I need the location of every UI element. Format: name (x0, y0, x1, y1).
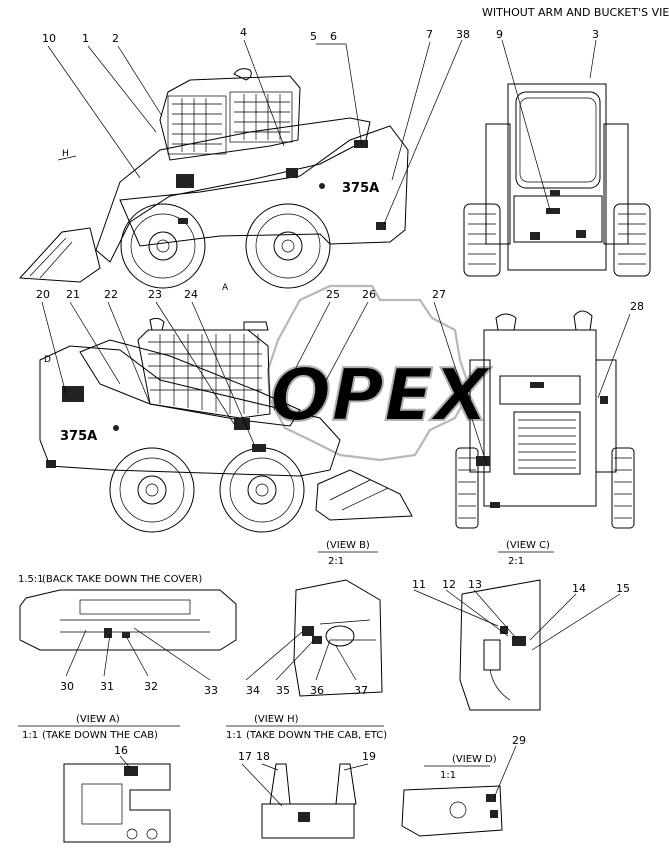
view-h: (VIEW H) 1:1 (TAKE DOWN THE CAB, ETC) (226, 714, 387, 839)
callout-5: 5 (310, 30, 317, 43)
callout-20: 20 (36, 288, 50, 301)
side-view-left: 375A H A (18, 68, 409, 293)
callout-38: 38 (456, 28, 470, 41)
view-c-title: (VIEW C) (506, 540, 550, 551)
watermark-logo: OPEX (266, 284, 493, 462)
view-b-title: (VIEW B) (326, 540, 370, 551)
page-title: WITHOUT ARM AND BUCKET'S VIEW (482, 6, 669, 19)
view-h-scale: 1:1 (226, 730, 242, 741)
back-cover-scale: 1.5:1 (18, 574, 44, 585)
view-d-scale: 1:1 (440, 770, 456, 781)
callout-25: 25 (326, 288, 340, 301)
view-h-title: (VIEW H) (254, 714, 299, 725)
model-label-2: 375A (60, 429, 97, 444)
callout-36: 36 (310, 684, 324, 697)
view-d-arrow-label: D (44, 355, 51, 365)
callout-9: 9 (496, 28, 503, 41)
view-b: (VIEW B) 2:1 (293, 540, 383, 697)
callout-4: 4 (240, 26, 247, 39)
callout-1: 1 (82, 32, 89, 45)
view-a: (VIEW A) 1:1 (TAKE DOWN THE CAB) (18, 714, 180, 843)
model-label-1: 375A (342, 181, 379, 196)
callout-2: 2 (112, 32, 119, 45)
callout-23: 23 (148, 288, 162, 301)
view-d-title: (VIEW D) (452, 754, 497, 765)
callout-16: 16 (114, 744, 128, 757)
callout-17: 17 (238, 750, 252, 763)
view-a-caption: (TAKE DOWN THE CAB) (42, 730, 158, 741)
rear-view-middle (455, 310, 635, 529)
callout-15: 15 (616, 582, 630, 595)
callout-26: 26 (362, 288, 376, 301)
callout-28: 28 (630, 300, 644, 313)
view-h-arrow-label: H (62, 149, 69, 159)
callout-13: 13 (468, 578, 482, 591)
callout-18: 18 (256, 750, 270, 763)
callout-34: 34 (246, 684, 260, 697)
view-d: (VIEW D) 1:1 (401, 754, 503, 837)
callout-27: 27 (432, 288, 446, 301)
view-a-title: (VIEW A) (76, 714, 120, 725)
callout-labels: 10 1 2 4 5 6 7 38 9 3 20 21 22 23 24 25 … (36, 26, 644, 763)
view-c: (VIEW C) 2:1 (459, 540, 554, 711)
callout-31: 31 (100, 680, 114, 693)
leader-lines (41, 39, 631, 807)
callout-3: 3 (592, 28, 599, 41)
view-h-caption: (TAKE DOWN THE CAB, ETC) (246, 730, 387, 741)
callout-22: 22 (104, 288, 118, 301)
callout-21: 21 (66, 288, 80, 301)
callout-11: 11 (412, 578, 426, 591)
callout-30: 30 (60, 680, 74, 693)
callout-10: 10 (42, 32, 56, 45)
view-a-arrow-label: A (222, 283, 229, 293)
callout-6: 6 (330, 30, 337, 43)
view-b-scale: 2:1 (328, 556, 344, 567)
callout-33: 33 (204, 684, 218, 697)
view-c-scale: 2:1 (508, 556, 524, 567)
callout-37: 37 (354, 684, 368, 697)
view-back-cover: 1.5:1 (BACK TAKE DOWN THE COVER) (18, 574, 237, 651)
back-cover-caption: (BACK TAKE DOWN THE COVER) (42, 574, 202, 585)
callout-14: 14 (572, 582, 586, 595)
callout-35: 35 (276, 684, 290, 697)
view-a-scale: 1:1 (22, 730, 38, 741)
callout-24: 24 (184, 288, 198, 301)
callout-19: 19 (362, 750, 376, 763)
side-view-right: 375A D (39, 317, 413, 533)
rear-view-top (463, 83, 651, 277)
callout-12: 12 (442, 578, 456, 591)
watermark-text: OPEX (270, 353, 492, 437)
callout-29: 29 (512, 734, 526, 747)
callout-32: 32 (144, 680, 158, 693)
callout-7: 7 (426, 28, 433, 41)
